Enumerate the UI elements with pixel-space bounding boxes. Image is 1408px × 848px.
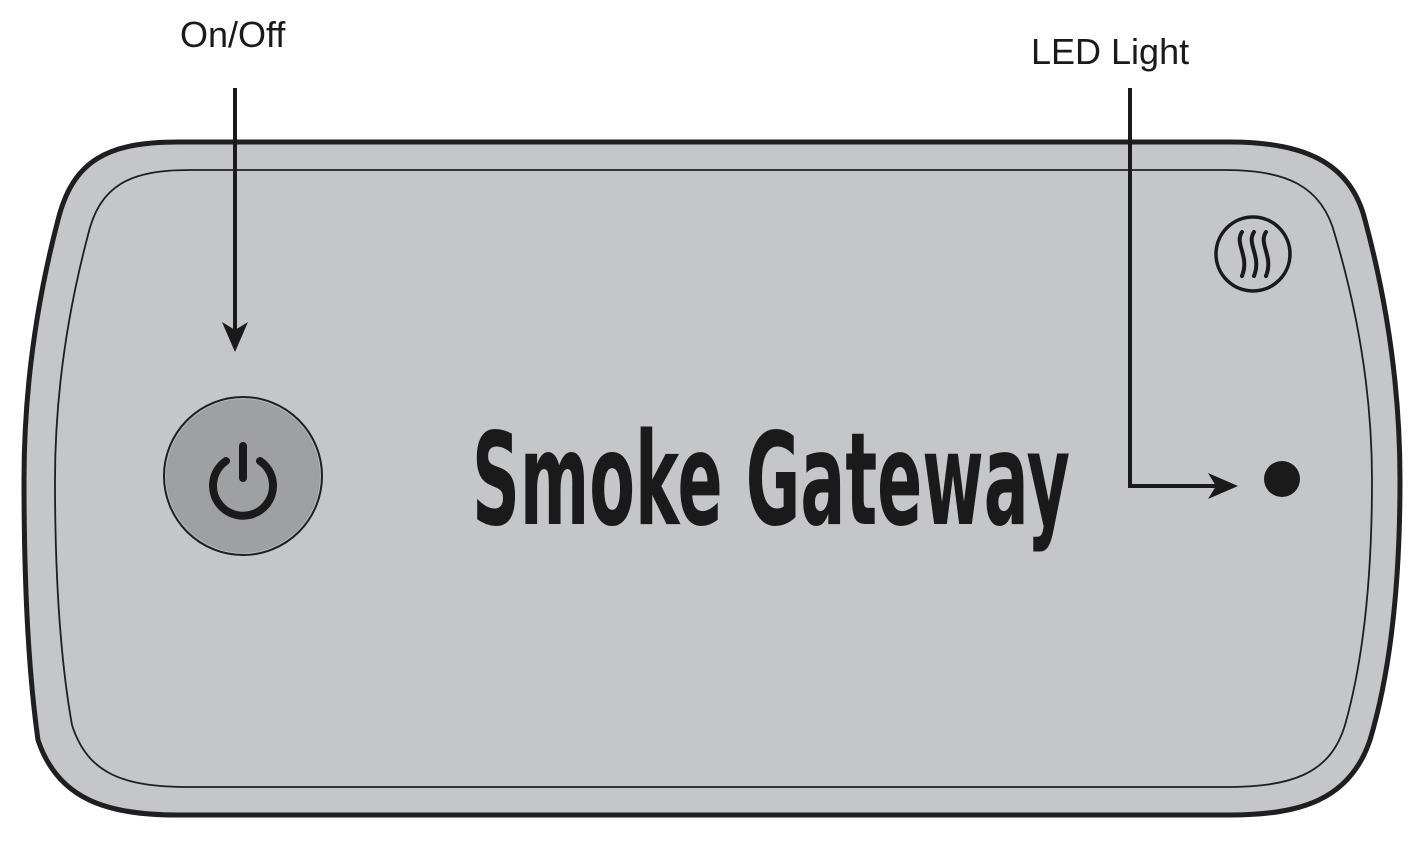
- device-body-inner-edge: [54, 169, 1373, 788]
- callout-led-line: [1128, 88, 1218, 488]
- callout-on-off-arrowhead: [222, 322, 248, 352]
- callout-on-off-label: On/Off: [180, 14, 286, 55]
- heat-waves-icon: [1214, 215, 1292, 293]
- brand-name: Smoke Gateway: [472, 406, 1070, 555]
- power-button[interactable]: [163, 396, 323, 556]
- device-body-outer: [21, 139, 1403, 818]
- callout-led-label: LED Light: [1031, 31, 1189, 72]
- callout-led-arrowhead: [1208, 473, 1238, 499]
- led-indicator: [1264, 461, 1300, 497]
- power-icon: [209, 442, 277, 520]
